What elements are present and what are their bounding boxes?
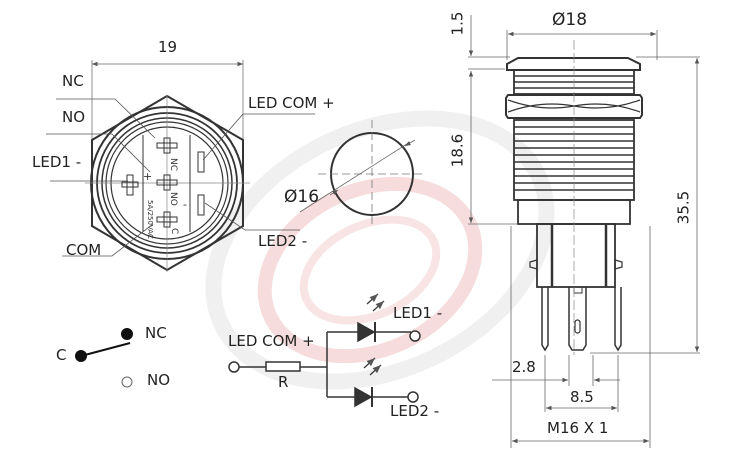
mark-rating: 5A/250VAC (146, 200, 154, 239)
front-width-dim: 19 (158, 38, 178, 56)
led-schematic (228, 293, 421, 408)
front-view-leaders (46, 98, 315, 257)
total-length: 35.5 (674, 190, 693, 225)
label-led2: LED2 - (258, 232, 308, 250)
head-diameter: Ø18 (552, 10, 588, 30)
schem-led1: LED1 - (393, 304, 443, 322)
mark-c: C (169, 228, 179, 234)
body-length: 18.6 (448, 133, 467, 168)
cutout-diameter: Ø16 (284, 187, 320, 207)
front-view (85, 60, 250, 272)
schem-led-com: LED COM + (228, 332, 315, 350)
mark-nc: NC (168, 158, 178, 171)
pin-width: 2.8 (512, 358, 536, 376)
label-com: COM (66, 241, 102, 259)
label-nc: NC (62, 72, 84, 90)
label-led-com: LED COM + (248, 94, 335, 112)
head-height: 1.5 (448, 11, 467, 36)
thread-spec: M16 X 1 (547, 419, 609, 437)
mark-no: NO (168, 192, 178, 206)
panel-cutout (299, 120, 426, 228)
side-view-dimensions (468, 15, 700, 448)
schem-resistor: R (278, 373, 289, 391)
label-led1: LED1 - (32, 153, 82, 171)
schem-led2: LED2 - (390, 402, 440, 420)
mark-minus: - (183, 198, 187, 211)
switch-nc: NC (145, 324, 167, 342)
front-view-terminal-marks: NC NO C 5A/250VAC + - (143, 158, 187, 239)
switch-c: C (56, 346, 67, 364)
switch-schematic (75, 328, 133, 388)
watermark-logo (205, 110, 555, 390)
mark-plus: + (143, 170, 152, 183)
switch-no: NO (147, 371, 171, 389)
label-no: NO (62, 108, 86, 126)
pin-spacing: 8.5 (570, 388, 594, 406)
side-view (505, 40, 643, 355)
